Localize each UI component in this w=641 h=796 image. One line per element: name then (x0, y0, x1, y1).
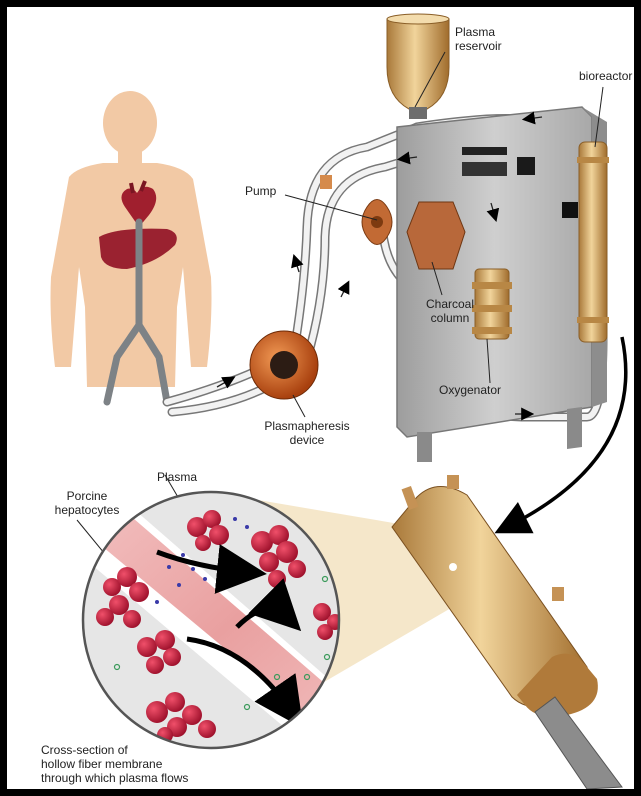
charcoal-column (407, 202, 465, 269)
plasma-reservoir-label-line2: reservoir (455, 39, 502, 53)
porcine-hepatocytes-label-line1: Porcine (47, 489, 127, 503)
cross-section-label: Cross-section of hollow fiber membrane t… (41, 743, 188, 785)
plasmapheresis-device-label: Plasmapheresis device (257, 419, 357, 447)
diagram-frame: Plasma reservoir bioreactor Pump Charcoa… (7, 7, 634, 789)
oxygenator-label: Oxygenator (439, 383, 501, 397)
charcoal-column-label-line2: column (415, 311, 485, 325)
cross-section-label-line2: hollow fiber membrane (41, 757, 188, 771)
connector (320, 175, 332, 189)
bioreactor-label: bioreactor (579, 69, 632, 83)
cross-section-label-line3: through which plasma flows (41, 771, 188, 785)
charcoal-column-label: Charcoal column (415, 297, 485, 325)
bioreactor-column (577, 142, 609, 342)
plasmapheresis-device-label-line2: device (257, 433, 357, 447)
cross-section-label-line1: Cross-section of (41, 743, 188, 757)
plasma-label: Plasma (157, 470, 197, 484)
plasmapheresis-device (250, 331, 318, 399)
plasma-reservoir-label-line1: Plasma (455, 25, 502, 39)
bioartificial-liver-diagram (7, 7, 634, 789)
charcoal-column-label-line1: Charcoal (415, 297, 485, 311)
plasma-reservoir-label: Plasma reservoir (455, 25, 502, 53)
plasmapheresis-device-label-line1: Plasmapheresis (257, 419, 357, 433)
porcine-hepatocytes-label-line2: hepatocytes (47, 503, 127, 517)
porcine-hepatocytes-label: Porcine hepatocytes (47, 489, 127, 517)
pump-label: Pump (245, 184, 276, 198)
plasma-reservoir (387, 14, 449, 119)
zoomed-bioreactor (392, 475, 622, 789)
